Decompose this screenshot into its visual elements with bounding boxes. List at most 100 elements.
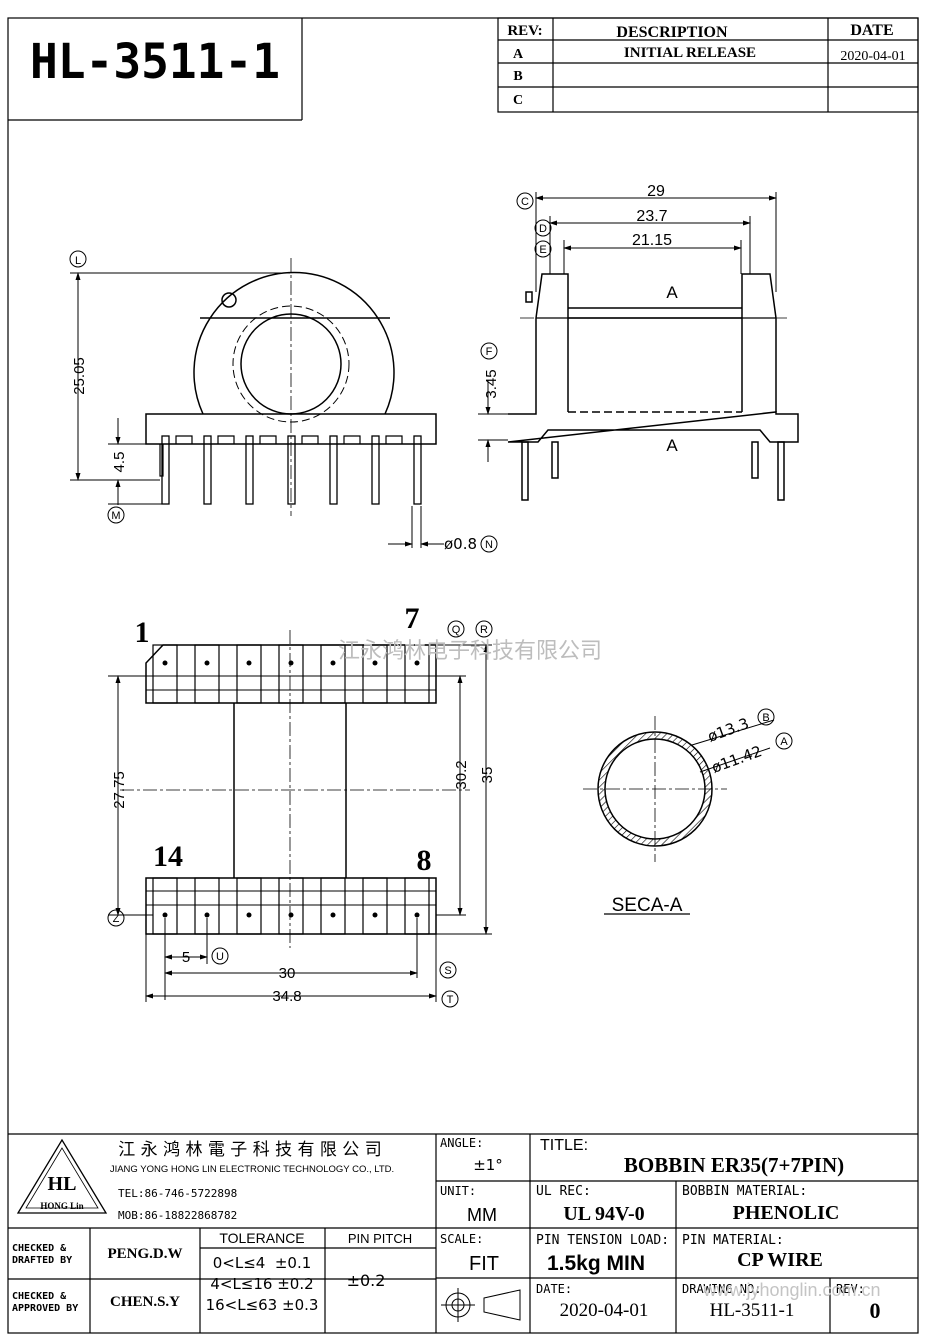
rev-column-header: REV: (507, 23, 542, 39)
company-tel: TEL:86-746-5722898 (118, 1187, 237, 1200)
marker-b: B (757, 708, 775, 726)
description-column-header: DESCRIPTION (616, 24, 728, 41)
rev-label: REV: (836, 1282, 865, 1296)
unit-label: UNIT: (440, 1184, 476, 1198)
company-name-en: JIANG YONG HONG LIN ELECTRONIC TECHNOLOG… (110, 1164, 394, 1175)
tolerance-row-3: 16<L≤63 ±0.3 (206, 1296, 319, 1314)
tolerance-row-1: 0<L≤4 ±0.1 (213, 1254, 312, 1272)
dim-pin-length: 4.5 (111, 452, 128, 473)
part-number-box: HL-3511-1 (8, 18, 303, 121)
svg-text:B: B (762, 712, 769, 724)
svg-text:N: N (485, 539, 493, 551)
bottom-view-dimensions (108, 644, 492, 1002)
svg-text:D: D (539, 223, 547, 235)
date-column-header: DATE (850, 22, 893, 39)
part-number-title: HL-3511-1 (30, 34, 280, 90)
section-title: SECA-A (612, 895, 683, 916)
dim-inner-diameter: ø11.42 (709, 742, 764, 777)
svg-text:U: U (216, 951, 224, 963)
unit-value: MM (467, 1205, 497, 1225)
svg-text:F: F (486, 346, 493, 358)
checked-approved-label-1: CHECKED & (12, 1291, 67, 1302)
marker-z: Z (107, 909, 125, 927)
svg-text:HONG Lin: HONG Lin (40, 1201, 83, 1211)
marker-q: Q (447, 620, 465, 638)
revision-b-code: B (513, 69, 522, 84)
marker-a: A (775, 732, 793, 750)
pin-14-label: 14 (153, 840, 183, 873)
bobbin-material-value: PHENOLIC (733, 1202, 840, 1224)
dim-height: 25.05 (71, 357, 88, 395)
checked-drafted-label-1: CHECKED & (12, 1243, 67, 1254)
marker-s: S (439, 961, 457, 979)
dim-row-spacing: 27.75 (111, 771, 128, 809)
watermark-url: www.jyhonglin.com.cn (702, 1280, 880, 1300)
marker-e: E (534, 240, 552, 258)
dim-wall: 3.45 (483, 369, 500, 398)
revision-a-code: A (513, 47, 524, 62)
marker-m: M (107, 506, 125, 524)
svg-text:C: C (521, 196, 529, 208)
marker-n: N (480, 535, 498, 553)
projection-symbol-icon (441, 1288, 521, 1322)
svg-text:L: L (75, 255, 81, 267)
title-value: BOBBIN ER35(7+7PIN) (624, 1153, 844, 1177)
dim-inner-span: 30.2 (453, 760, 470, 789)
pin-material-label: PIN MATERIAL: (682, 1233, 784, 1248)
marker-u: U (211, 947, 229, 965)
checked-drafted-label-2: DRAFTED BY (12, 1255, 72, 1266)
scale-label: SCALE: (440, 1232, 483, 1246)
bottom-view (120, 630, 470, 948)
scale-value: FIT (469, 1253, 499, 1275)
rev-value: 0 (870, 1298, 881, 1323)
bobbin-material-label: BOBBIN MATERIAL: (682, 1184, 807, 1199)
marker-t: T (441, 990, 459, 1008)
revision-a-description: INITIAL RELEASE (624, 45, 756, 61)
drawing-no-value: HL-3511-1 (710, 1300, 795, 1321)
section-view (583, 716, 775, 915)
marker-c: C (516, 192, 534, 210)
drawing-no-label: DRAWING NO: (682, 1282, 761, 1296)
svg-text:M: M (111, 510, 120, 522)
watermark-text: 江永鸿林电子科技有限公司 (338, 639, 602, 664)
date-label: DATE: (536, 1282, 572, 1296)
title-block-grid (8, 1133, 918, 1333)
marker-r: R (475, 620, 493, 638)
svg-text:S: S (444, 965, 451, 977)
dim-overall-length: 29 (647, 183, 665, 200)
svg-text:R: R (480, 624, 488, 636)
company-logo: HL HONG Lin (16, 1138, 108, 1214)
pin-pitch-label: PIN PITCH (348, 1231, 412, 1246)
marker-l: L (69, 250, 87, 268)
svg-text:HL: HL (48, 1173, 77, 1195)
dim-outer-diameter: ø13.3 (705, 714, 751, 745)
angle-value: ±1° (473, 1156, 503, 1174)
section-label-top: A (666, 283, 678, 302)
side-view-dimension-labels: 29 23.7 21.15 3.45 A A C D E F (480, 183, 678, 455)
marker-d: D (534, 219, 552, 237)
ul-label: UL REC: (536, 1184, 591, 1199)
ul-value: UL 94V-0 (563, 1203, 644, 1225)
revision-a-date: 2020-04-01 (840, 49, 905, 64)
approved-by-value: CHEN.S.Y (110, 1294, 180, 1310)
dim-flange-length: 23.7 (636, 208, 667, 225)
company-name-cn: 江 永 鸿 林 電 子 科 技 有 限 公 司 (118, 1140, 381, 1160)
tolerance-row-2: 4<L≤16 ±0.2 (210, 1275, 313, 1293)
bottom-view-pins (152, 644, 430, 935)
dim-inner-length: 21.15 (632, 232, 672, 249)
date-value: 2020-04-01 (560, 1300, 649, 1321)
svg-text:Z: Z (113, 913, 120, 925)
section-label-bottom: A (666, 436, 678, 455)
svg-text:Q: Q (452, 624, 461, 636)
revision-table: REV: DESCRIPTION DATE A INITIAL RELEASE … (497, 17, 919, 113)
side-view (507, 273, 799, 501)
company-mob: MOB:86-18822868782 (118, 1209, 237, 1222)
svg-text:T: T (447, 994, 454, 1006)
pin-7-label: 7 (405, 602, 420, 635)
revision-c-code: C (513, 93, 523, 108)
front-view-dimension-labels: 25.05 4.5 ø0.8 L M N (69, 250, 498, 553)
tolerance-label: TOLERANCE (219, 1230, 304, 1246)
svg-text:E: E (539, 244, 546, 256)
dim-pin-span: 30 (279, 965, 296, 982)
checked-approved-label-2: APPROVED BY (12, 1303, 78, 1314)
